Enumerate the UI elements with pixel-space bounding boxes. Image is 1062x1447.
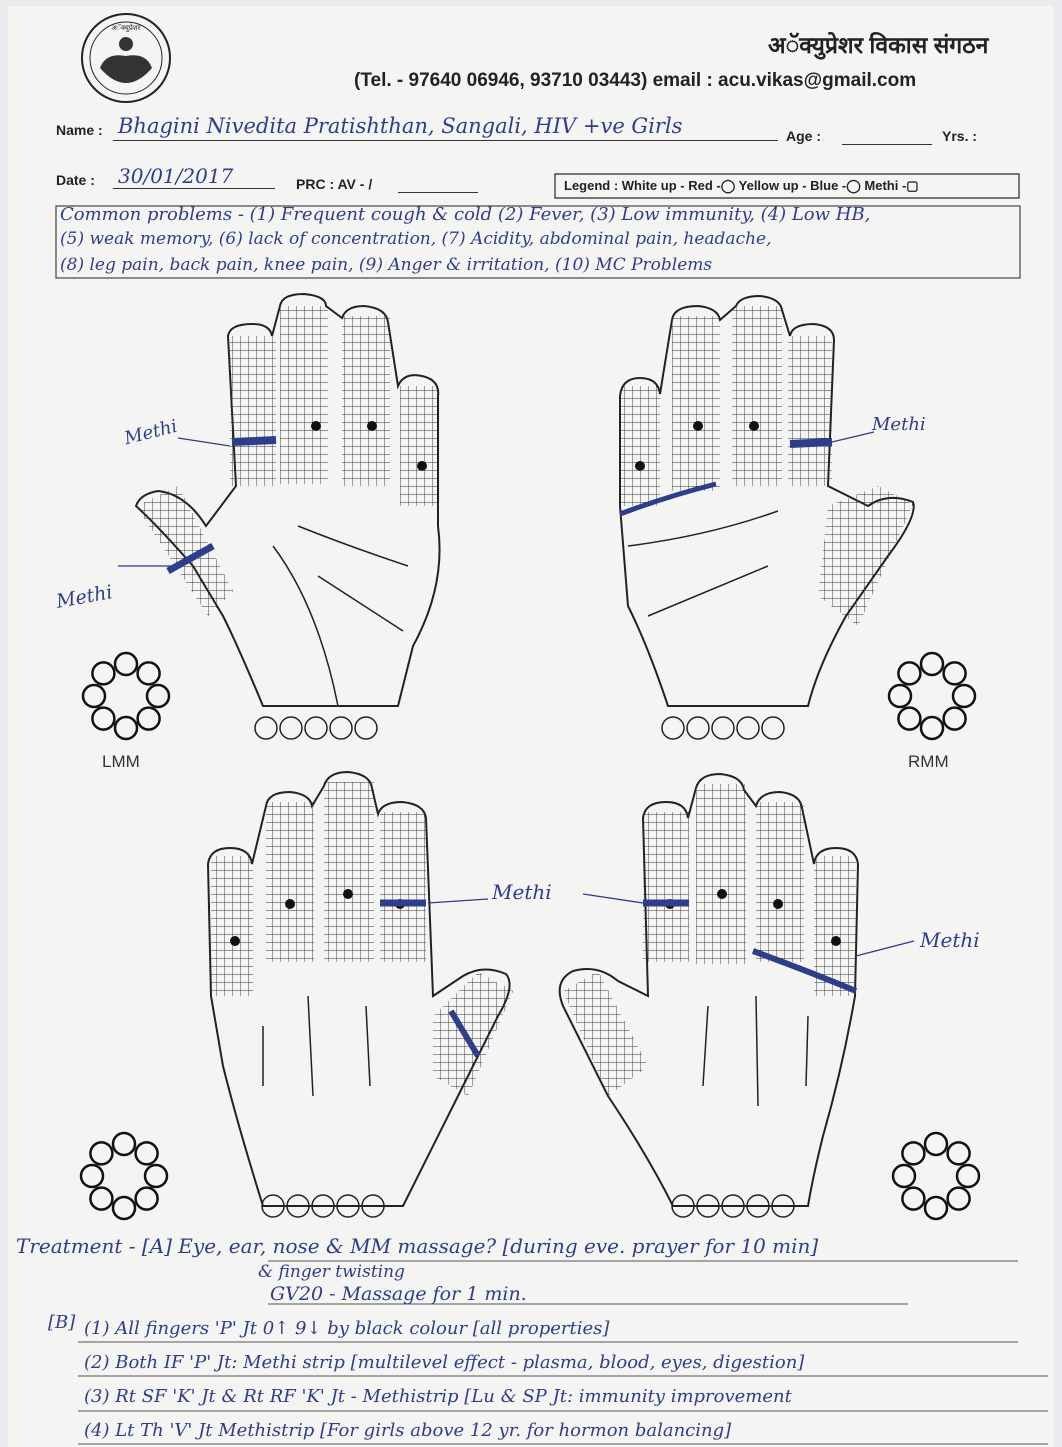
hand-bottom-right <box>560 774 914 1217</box>
prc-label: PRC : AV - / <box>296 176 372 192</box>
rosary-bottom-right <box>893 1133 979 1219</box>
yrs-label: Yrs. : <box>942 128 977 144</box>
hand-top-left <box>118 294 440 739</box>
treatment-item-3: (3) Rt SF 'K' Jt & Rt RF 'K' Jt - Methis… <box>84 1386 792 1407</box>
problems-line-1: Common problems - (1) Frequent cough & c… <box>60 204 870 225</box>
svg-text:अॅक्युप्रेशर: अॅक्युप्रेशर <box>112 23 141 32</box>
problems-line-3: (8) leg pain, back pain, knee pain, (9) … <box>60 255 712 275</box>
date-value: 30/01/2017 <box>118 164 233 188</box>
treatment-line-a2: & finger twisting <box>258 1262 405 1282</box>
rosary-bottom-left <box>81 1133 167 1219</box>
methi-label-bottom-center: Methi <box>492 880 552 904</box>
treatment-item-1: (1) All fingers 'P' Jt 0↑ 9↓ by black co… <box>84 1318 609 1339</box>
hand-bottom-left <box>208 772 513 1217</box>
rosary-top-right <box>889 653 975 739</box>
age-label: Age : <box>786 128 821 144</box>
hand-top-right <box>620 296 914 739</box>
methi-label-top-right: Methi <box>872 414 926 435</box>
treatment-item-4: (4) Lt Th 'V' Jt Methistrip [For girls a… <box>84 1420 731 1441</box>
treatment-line-a: Treatment - [A] Eye, ear, nose & MM mass… <box>16 1234 818 1258</box>
treatment-line-a3: GV20 - Massage for 1 min. <box>270 1283 527 1305</box>
rosary-top-left <box>83 653 169 739</box>
name-value: Bhagini Nivedita Pratishthan, Sangali, H… <box>118 114 682 138</box>
lmm-label: LMM <box>102 752 140 772</box>
legend-label: Legend : White up - Red -◯ Yellow up - B… <box>564 178 919 194</box>
treatment-item-2: (2) Both IF 'P' Jt: Methi strip [multile… <box>84 1352 804 1373</box>
problems-line-2: (5) weak memory, (6) lack of concentrati… <box>60 229 772 249</box>
rmm-label: RMM <box>908 752 949 772</box>
form-sheet: अॅक्युप्रेशर <box>8 6 1054 1447</box>
date-label: Date : <box>56 172 95 188</box>
logo-emblem: अॅक्युप्रेशर <box>82 14 170 102</box>
name-label: Name : <box>56 122 103 138</box>
methi-label-bottom-right: Methi <box>920 928 980 952</box>
org-contact: (Tel. - 97640 06946, 93710 03443) email … <box>354 70 916 92</box>
treatment-b-label: [B] <box>48 1312 75 1333</box>
org-name: अॅक्युप्रेशर विकास संगठन <box>768 28 988 60</box>
